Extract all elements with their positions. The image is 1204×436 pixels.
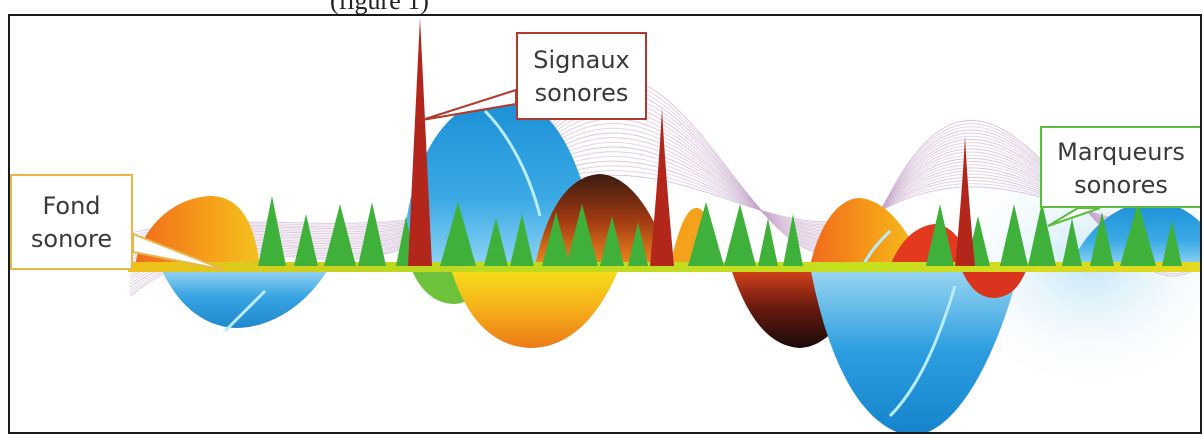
- green-marker-triangle: [724, 204, 756, 266]
- yellow-lobe-lower: [450, 266, 620, 348]
- green-marker-triangle: [566, 204, 598, 266]
- callout-signaux-sonores: Signaux sonores: [516, 32, 647, 120]
- green-marker-triangle: [358, 202, 386, 266]
- green-marker-triangle: [1028, 202, 1056, 266]
- green-marker-triangle: [1062, 218, 1082, 266]
- callout-signaux-line2: sonores: [534, 79, 629, 107]
- green-marker-triangle: [926, 204, 954, 266]
- green-marker-triangle: [1090, 212, 1114, 266]
- sound-wave-illustration: [128, 18, 1200, 432]
- green-marker-triangle: [783, 214, 803, 266]
- callout-marqueurs-sonores: Marqueurs sonores: [1040, 126, 1200, 208]
- green-marker-triangle: [688, 202, 724, 266]
- green-marker-triangle: [324, 204, 356, 266]
- green-marker-triangle: [294, 214, 318, 266]
- orange-lobe-right: [810, 198, 925, 266]
- fond-pointer: [132, 232, 226, 271]
- green-marker-triangle: [510, 214, 534, 266]
- callout-fond-line1: Fond: [42, 192, 101, 220]
- green-marker-triangle: [1120, 202, 1156, 266]
- green-marker-triangle: [542, 212, 570, 266]
- baseline-band: [128, 262, 1200, 272]
- green-marker-triangle: [1000, 204, 1028, 266]
- red-lobe-lower: [960, 266, 1028, 298]
- callout-marqueurs-line1: Marqueurs: [1057, 138, 1185, 166]
- green-marker-triangle: [258, 196, 286, 266]
- callout-fond-line2: sonore: [30, 225, 113, 253]
- green-marker-triangle: [440, 202, 476, 266]
- red-signal-spike: [650, 108, 674, 266]
- marqueurs-pointer: [1047, 207, 1101, 227]
- sound-diagram-frame: Fond sonore Signaux sonores Marqueurs so…: [8, 14, 1202, 434]
- green-marker-triangle: [484, 218, 508, 266]
- green-marker-triangle: [758, 218, 778, 266]
- green-marker-triangle: [600, 216, 624, 266]
- callout-signaux-line1: Signaux: [533, 46, 630, 74]
- green-marker-triangle: [1162, 220, 1182, 266]
- figure-caption: (figure 1): [330, 0, 429, 15]
- callout-fond-sonore: Fond sonore: [10, 174, 133, 270]
- red-signal-spikes: [408, 18, 975, 266]
- blue-lobe-lower-left: [160, 266, 330, 328]
- callout-pointers: [132, 88, 1101, 271]
- green-markers: [258, 196, 1182, 266]
- green-marker-triangle: [628, 222, 648, 266]
- red-signal-spike: [955, 136, 975, 266]
- callout-marqueurs-line2: sonores: [1074, 171, 1168, 199]
- red-signal-spike: [408, 18, 432, 266]
- blue-lobe-lower-right: [810, 266, 1020, 432]
